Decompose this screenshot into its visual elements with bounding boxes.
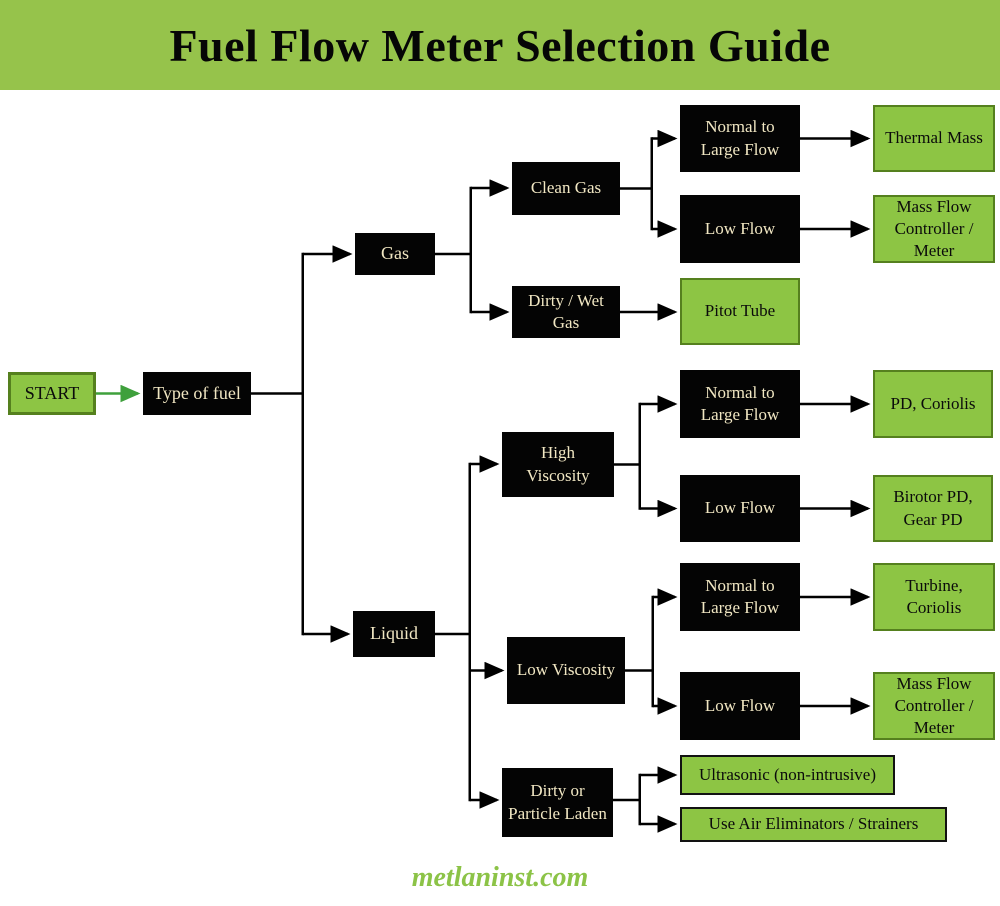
node-turbine-coriolis: Turbine, Coriolis xyxy=(873,563,995,631)
node-label-mass-flow-liquid: Mass Flow Controller / Meter xyxy=(894,673,974,738)
node-label-gas: Gas xyxy=(381,243,409,264)
node-label-hv-low-flow: Low Flow xyxy=(704,498,776,518)
node-label-gas-normal-large: Normal to Large Flow xyxy=(700,117,780,159)
node-gas: Gas xyxy=(355,233,435,275)
node-label-low-viscosity: Low Viscosity xyxy=(516,660,616,680)
node-liquid: Liquid xyxy=(353,611,435,657)
node-mass-flow-gas: Mass Flow Controller / Meter xyxy=(873,195,995,263)
header-bar: Fuel Flow Meter Selection Guide xyxy=(0,0,1000,90)
node-air-eliminators: Use Air Eliminators / Strainers xyxy=(680,807,947,842)
node-label-type-of-fuel: Type of fuel xyxy=(153,382,241,403)
node-birotor-pd: Birotor PD, Gear PD xyxy=(873,475,993,542)
node-label-birotor-pd: Birotor PD, Gear PD xyxy=(893,487,973,529)
node-label-dirty-particle: Dirty or Particle Laden xyxy=(508,781,607,823)
node-clean-gas: Clean Gas xyxy=(512,162,620,215)
node-label-air-eliminators: Use Air Eliminators / Strainers xyxy=(708,814,919,834)
node-gas-normal-large: Normal to Large Flow xyxy=(680,105,800,172)
node-gas-low-flow: Low Flow xyxy=(680,195,800,263)
node-label-clean-gas: Clean Gas xyxy=(530,178,602,198)
node-dirty-wet-gas: Dirty / Wet Gas xyxy=(512,286,620,338)
node-label-dirty-wet-gas: Dirty / Wet Gas xyxy=(528,290,604,332)
node-label-pitot-tube: Pitot Tube xyxy=(704,301,776,321)
node-ultrasonic: Ultrasonic (non-intrusive) xyxy=(680,755,895,795)
footer-site-text: metlaninst.com xyxy=(411,862,589,893)
node-start: START xyxy=(8,372,96,415)
node-label-start: START xyxy=(24,382,80,403)
node-thermal-mass: Thermal Mass xyxy=(873,105,995,172)
node-label-high-viscosity: High Viscosity xyxy=(526,443,590,485)
node-label-pd-coriolis: PD, Coriolis xyxy=(890,393,976,413)
node-label-lv-normal-large: Normal to Large Flow xyxy=(700,575,780,617)
node-low-viscosity: Low Viscosity xyxy=(507,637,625,704)
node-mass-flow-liquid: Mass Flow Controller / Meter xyxy=(873,672,995,740)
node-pd-coriolis: PD, Coriolis xyxy=(873,370,993,438)
connector-trunks xyxy=(251,137,654,826)
node-label-hv-normal-large: Normal to Large Flow xyxy=(700,382,780,424)
node-hv-low-flow: Low Flow xyxy=(680,475,800,542)
node-lv-normal-large: Normal to Large Flow xyxy=(680,563,800,631)
node-type-of-fuel: Type of fuel xyxy=(143,372,251,415)
node-label-gas-low-flow: Low Flow xyxy=(704,218,776,238)
page-title: Fuel Flow Meter Selection Guide xyxy=(169,19,831,71)
node-lv-low-flow: Low Flow xyxy=(680,672,800,740)
node-label-thermal-mass: Thermal Mass xyxy=(885,128,983,148)
node-high-viscosity: High Viscosity xyxy=(502,432,614,497)
node-hv-normal-large: Normal to Large Flow xyxy=(680,370,800,438)
node-label-turbine-coriolis: Turbine, Coriolis xyxy=(905,575,963,617)
node-dirty-particle: Dirty or Particle Laden xyxy=(502,768,613,837)
node-pitot-tube: Pitot Tube xyxy=(680,278,800,345)
node-label-ultrasonic: Ultrasonic (non-intrusive) xyxy=(698,764,877,784)
node-label-lv-low-flow: Low Flow xyxy=(704,695,776,715)
node-label-mass-flow-gas: Mass Flow Controller / Meter xyxy=(894,196,974,261)
node-label-liquid: Liquid xyxy=(370,623,418,644)
